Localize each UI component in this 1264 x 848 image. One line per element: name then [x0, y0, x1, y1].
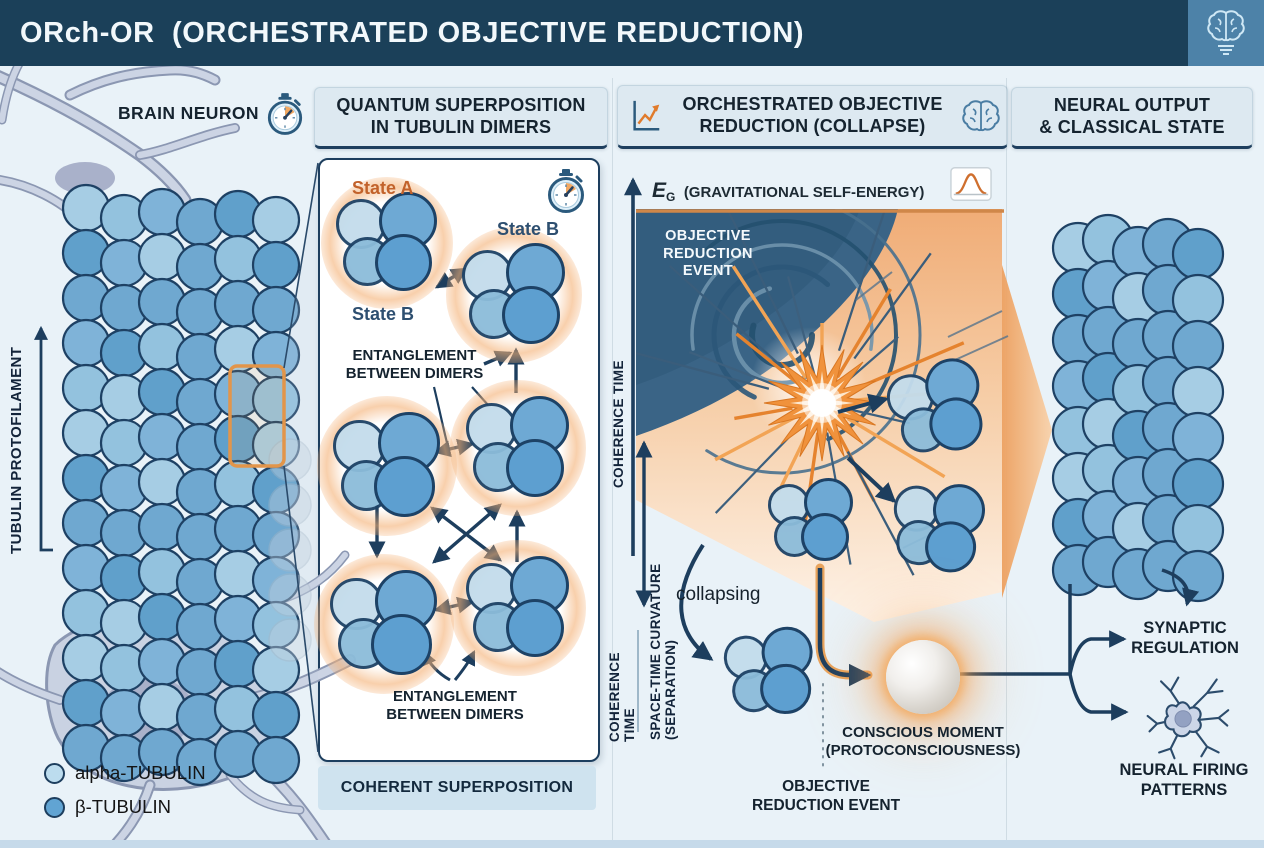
page-title: ORch-OR (ORCHESTRATED OBJECTIVE REDUCTIO…: [20, 17, 805, 49]
state-b-label: State B: [497, 219, 560, 239]
output-panel-title: NEURAL OUTPUT & CLASSICAL STATE: [1039, 95, 1225, 137]
neural-firing-patterns-label: NEURAL FIRING PATTERNS: [1119, 761, 1249, 800]
transition-chevron: [1002, 265, 1052, 598]
alpha-tubulin-swatch: [44, 762, 65, 784]
beta-tubulin-swatch: [44, 796, 65, 818]
bell-curve-icon: [950, 167, 992, 201]
conscious-moment-sphere: [886, 640, 960, 714]
microtubule-left: [61, 183, 301, 787]
legend-item-beta: β-TUBULIN: [44, 796, 171, 818]
bottom-strip: [0, 840, 1264, 848]
panel-header-quantum: QUANTUM SUPERPOSITION IN TUBULIN DIMERS: [314, 87, 608, 149]
gravitational-self-energy-label: EG (GRAVITATIONAL SELF-ENERGY): [652, 179, 925, 205]
legend-label: alpha-TUBULIN: [75, 762, 206, 783]
entanglement-label-top: ENTANGLEMENT BETWEEN DIMERS: [345, 347, 484, 383]
coherence-time-label-top: COHERENCE TIME: [611, 360, 626, 488]
legend-item-alpha: alpha-TUBULIN: [44, 762, 206, 784]
panel-header-reduction: ORCHESTRATED OBJECTIVE REDUCTION (COLLAP…: [617, 85, 1008, 149]
state-a-label: State A: [352, 178, 414, 198]
coherence-time-label-bottom: COHERENCE TIME: [607, 652, 637, 742]
brain-neuron-label: BRAIN NEURON: [118, 103, 259, 123]
magnified-region: [228, 162, 319, 753]
brain-lightbulb-icon: [1207, 10, 1245, 55]
quantum-panel-title: QUANTUM SUPERPOSITION IN TUBULIN DIMERS: [336, 95, 586, 137]
panel-header-output: NEURAL OUTPUT & CLASSICAL STATE: [1011, 87, 1253, 149]
title-bar: ORch-OR (ORCHESTRATED OBJECTIVE REDUCTIO…: [0, 0, 1264, 66]
collapsing-label: collapsing: [676, 584, 761, 605]
objective-reduction-event-vortex-label: OBJECTIVE REDUCTION EVENT: [663, 228, 753, 280]
synaptic-regulation-label: SYNAPTIC REGULATION: [1131, 619, 1239, 658]
tubulin-protofilament-label: TUBULIN PROTOFILAMENT: [8, 346, 25, 554]
legend-label: β-TUBULIN: [75, 796, 171, 817]
conscious-moment-label: CONSCIOUS MOMENT (PROTOCONSCIOUSNESS): [825, 724, 1021, 760]
entanglement-label-bottom: ENTANGLEMENT BETWEEN DIMERS: [386, 688, 524, 724]
coherent-superposition-banner: COHERENT SUPERPOSITION: [318, 766, 596, 810]
header-logo-chip: [1188, 0, 1264, 66]
line-chart-icon: [633, 100, 660, 131]
microtubule-right: [1051, 213, 1225, 603]
neuron-icon: [1146, 676, 1230, 760]
reduction-panel-title: ORCHESTRATED OBJECTIVE REDUCTION (COLLAP…: [682, 94, 943, 136]
stopwatch-icon: [266, 92, 304, 136]
state-b-label: State B: [352, 304, 415, 324]
spacetime-curvature-label: SPACE-TIME CURVATURE (SEPARATION): [648, 563, 678, 740]
coherent-superposition-label: COHERENT SUPERPOSITION: [340, 779, 574, 796]
panel-divider: [612, 78, 613, 840]
stopwatch-icon: [546, 168, 586, 214]
objective-reduction-event-label: OBJECTIVE REDUCTION EVENT: [751, 778, 901, 814]
